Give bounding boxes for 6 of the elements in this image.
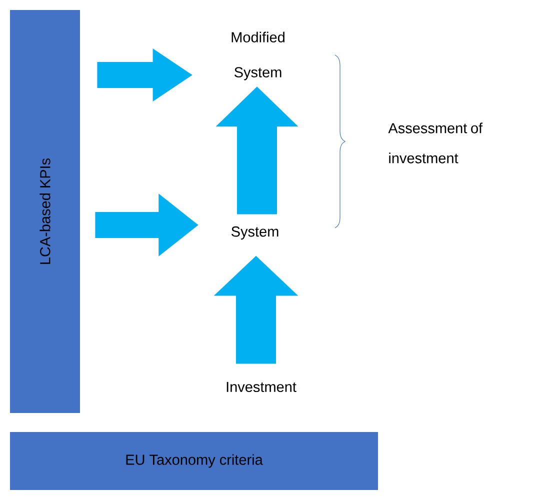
annotation-text: Assessment of investment: [388, 122, 483, 164]
system-text: System: [232, 226, 278, 240]
investment-text: Investment: [226, 382, 296, 392]
system-text: Modified System: [232, 32, 284, 80]
criteria-bar: EU Taxonomy criteria: [10, 432, 378, 490]
kpi-bar: LCA-based KPIs: [10, 10, 80, 413]
